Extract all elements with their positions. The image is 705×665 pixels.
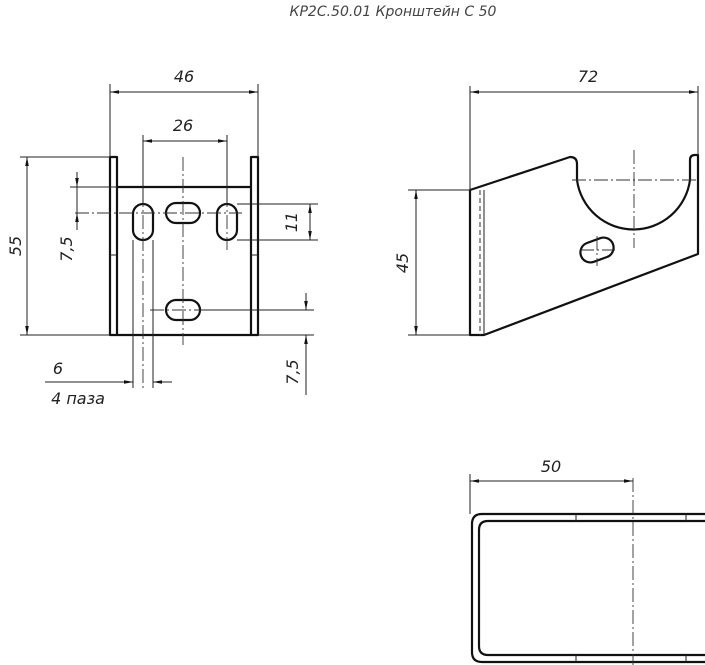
slot-count-note: 4 паза bbox=[51, 389, 105, 408]
top-view-inner bbox=[477, 519, 705, 657]
drawing-title: КР2С.50.01 Кронштейн С 50 bbox=[290, 4, 497, 20]
front-view-outline bbox=[108, 155, 260, 337]
side-view-slot bbox=[579, 236, 615, 264]
dim-width-46: 46 bbox=[174, 67, 194, 86]
front-view: 46 26 55 7,5 11 7,5 6 4 паза bbox=[6, 67, 318, 408]
dim-length-72: 72 bbox=[578, 67, 598, 86]
top-view: 50 bbox=[469, 457, 705, 665]
top-view-outer bbox=[470, 512, 705, 664]
dim-offset-bottom-7-5: 7,5 bbox=[283, 359, 302, 384]
dim-hole-spacing-26: 26 bbox=[173, 116, 193, 135]
side-view-outline bbox=[468, 153, 700, 337]
dim-height-55: 55 bbox=[6, 236, 25, 256]
dim-width-50: 50 bbox=[541, 457, 561, 476]
dim-slot-width-6: 6 bbox=[53, 359, 63, 378]
dim-offset-top-7-5: 7,5 bbox=[57, 236, 76, 261]
dim-slot-length-11: 11 bbox=[282, 212, 301, 232]
dim-height-45: 45 bbox=[393, 253, 412, 273]
side-view: 72 45 bbox=[393, 67, 700, 337]
